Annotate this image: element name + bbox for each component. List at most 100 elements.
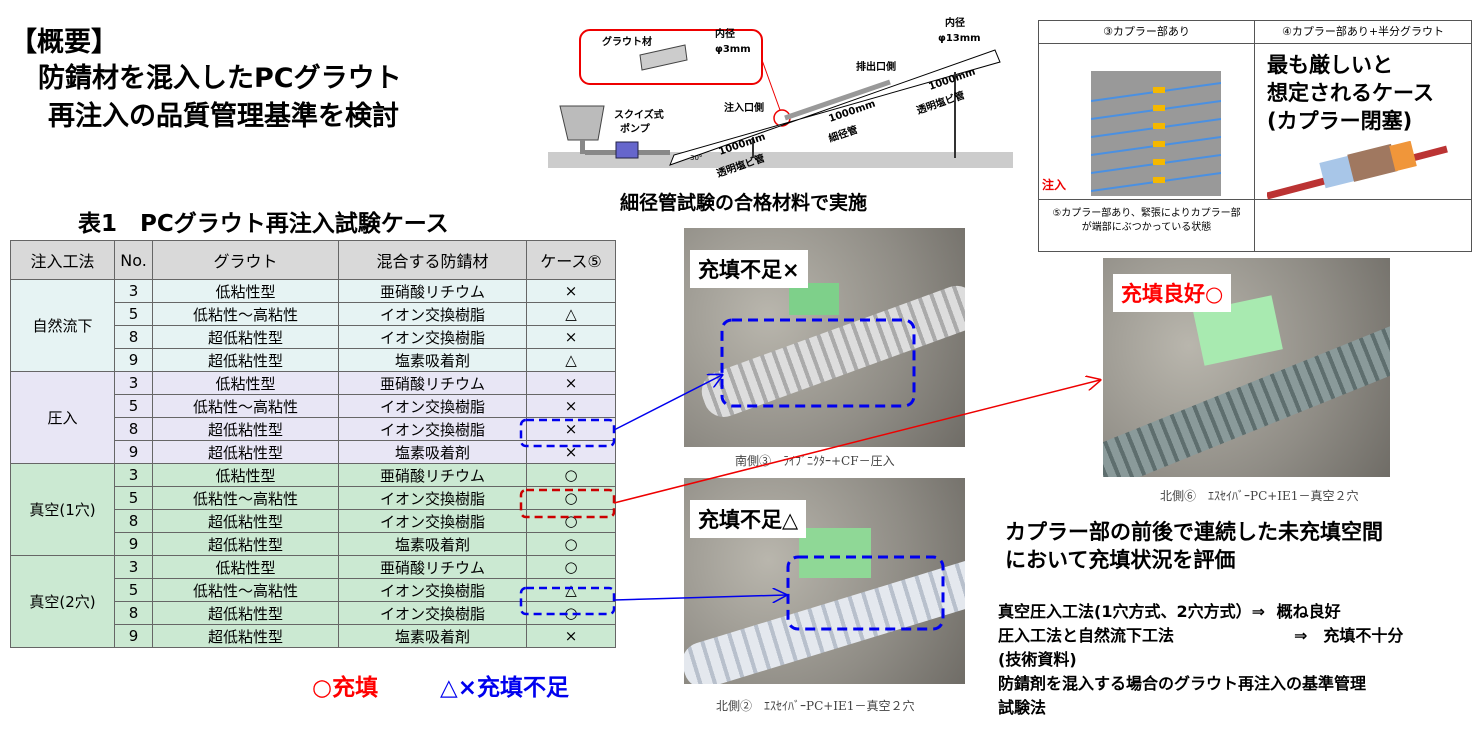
no-cell: 5	[114, 578, 153, 602]
divider	[1039, 199, 1471, 200]
grout-cell: 低粘性～高粘性	[152, 578, 339, 602]
photo-south-3: 充填不足×	[684, 228, 965, 447]
result-cell: ×	[526, 371, 616, 395]
grout-cell: 超低粘性型	[152, 440, 339, 464]
severe-case-text: 最も厳しいと 想定されるケース (カプラー閉塞)	[1267, 53, 1434, 133]
result-cell: ○	[526, 486, 616, 510]
no-cell: 8	[114, 601, 153, 625]
summary-block: 真空圧入工法(1穴方式、2穴方式）⇒ 概ね良好 圧入工法と自然流下工法⇒ 充填不…	[998, 600, 1468, 720]
grout-cell: 超低粘性型	[152, 601, 339, 625]
no-cell: 3	[114, 279, 153, 303]
col-header: No.	[114, 240, 153, 280]
no-cell: 3	[114, 555, 153, 579]
summary-pressure-result: ⇒ 充填不十分	[1294, 626, 1404, 645]
inhibitor-cell: 塩素吸着剤	[338, 348, 527, 372]
result-cell: ○	[526, 601, 616, 625]
inhibitor-cell: 亜硝酸リチウム	[338, 463, 527, 487]
inhibitor-cell: イオン交換樹脂	[338, 302, 527, 326]
diagram-caption: 細径管試験の合格材料で実施	[620, 192, 868, 214]
result-cell: ○	[526, 532, 616, 556]
inner-diameter-label: 内径	[945, 16, 965, 29]
no-cell: 9	[114, 348, 153, 372]
grout-cell: 超低粘性型	[152, 325, 339, 349]
inhibitor-cell: 亜硝酸リチウム	[338, 555, 527, 579]
photo-caption: 南側③ ﾗｲﾌﾞﾆｸﾀｰ+CF－圧入	[735, 454, 895, 468]
summary-standard: 防錆剤を混入する場合のグラウト再注入の基準管理 試験法	[998, 674, 1367, 717]
col-header: ケース⑤	[526, 240, 616, 280]
case4-header: ④カプラー部あり+半分グラウト	[1255, 21, 1471, 44]
hose	[580, 140, 585, 154]
case5-text: ⑤カプラー部あり、緊張によりカプラー部 が端部にぶつかっている状態	[1052, 208, 1241, 233]
result-cell: ○	[526, 509, 616, 533]
no-cell: 5	[114, 394, 153, 418]
case3-header: ③カプラー部あり	[1039, 21, 1255, 44]
grout-cell: 超低粘性型	[152, 624, 339, 648]
grout-label: グラウト材	[602, 35, 652, 48]
coupler-case-table: ③カプラー部あり ④カプラー部あり+半分グラウト 注入 最も厳しいと 想定される…	[1038, 20, 1472, 252]
inhibitor-cell: イオン交換樹脂	[338, 601, 527, 625]
no-cell: 3	[114, 463, 153, 487]
grout-cell: 低粘性型	[152, 371, 339, 395]
result-cell: ○	[526, 555, 616, 579]
result-cell: ×	[526, 417, 616, 441]
pump-label: スクイズ式	[614, 108, 664, 121]
summary-vacuum-result: 概ね良好	[1276, 602, 1341, 621]
grout-cell: 超低粘性型	[152, 532, 339, 556]
clear-pipe-label: 透明塩ビ管	[915, 88, 967, 117]
method-cell: 真空(1穴)	[10, 463, 115, 556]
method-cell: 自然流下	[10, 279, 115, 372]
inhibitor-cell: イオン交換樹脂	[338, 417, 527, 441]
grout-cell: 超低粘性型	[152, 509, 339, 533]
photo-caption: 北側⑥ ｴｽｾｲﾊﾞｰPC+IE1－真空２穴	[1160, 489, 1359, 503]
inhibitor-cell: イオン交換樹脂	[338, 509, 527, 533]
photo-label: 充填不足×	[690, 250, 808, 288]
result-cell: ○	[526, 463, 616, 487]
no-cell: 9	[114, 440, 153, 464]
result-cell: ×	[526, 440, 616, 464]
coupler-closure-diagram	[1267, 141, 1448, 200]
photo-caption: 北側② ｴｽｾｲﾊﾞｰPC+IE1－真空２穴	[716, 699, 915, 713]
hopper	[559, 105, 605, 141]
inhibitor-cell: イオン交換樹脂	[338, 578, 527, 602]
overview-heading: 【概要】	[10, 27, 118, 58]
method-cell: 圧入	[10, 371, 115, 464]
grout-cell: 低粘性型	[152, 463, 339, 487]
pump	[615, 141, 639, 159]
photo-label: 充填良好○	[1113, 274, 1232, 312]
inhibitor-cell: イオン交換樹脂	[338, 394, 527, 418]
no-cell: 8	[114, 509, 153, 533]
result-cell: △	[526, 302, 616, 326]
col-header: 注入工法	[10, 240, 115, 280]
result-cell: ×	[526, 325, 616, 349]
summary-pressure: 圧入工法と自然流下工法	[998, 626, 1175, 645]
detail-callout	[579, 29, 763, 85]
evaluation-text: カプラー部の前後で連続した未充填空間 において充填状況を評価	[1005, 520, 1383, 572]
inhibitor-cell: 亜硝酸リチウム	[338, 371, 527, 395]
angle-label: 30°	[690, 154, 702, 162]
inhibitor-cell: 塩素吸着剤	[338, 532, 527, 556]
phi13-label: φ13mm	[938, 33, 981, 44]
inject-label: 注入	[1042, 178, 1067, 192]
title-line-1: 防錆材を混入したPCグラウト	[38, 63, 402, 94]
inhibitor-cell: イオン交換樹脂	[338, 325, 527, 349]
title-line-2: 再注入の品質管理基準を検討	[48, 101, 399, 132]
result-cell: ×	[526, 394, 616, 418]
grout-cell: 低粘性～高粘性	[152, 302, 339, 326]
result-cell: ×	[526, 624, 616, 648]
green-tag	[789, 283, 839, 315]
no-cell: 9	[114, 532, 153, 556]
no-cell: 5	[114, 486, 153, 510]
col-header: 混合する防錆材	[338, 240, 527, 280]
coupler-diagram	[1091, 71, 1221, 196]
grout-cell: 超低粘性型	[152, 417, 339, 441]
table-title: 表1 PCグラウト再注入試験ケース	[78, 211, 449, 237]
grout-detail	[639, 44, 688, 71]
